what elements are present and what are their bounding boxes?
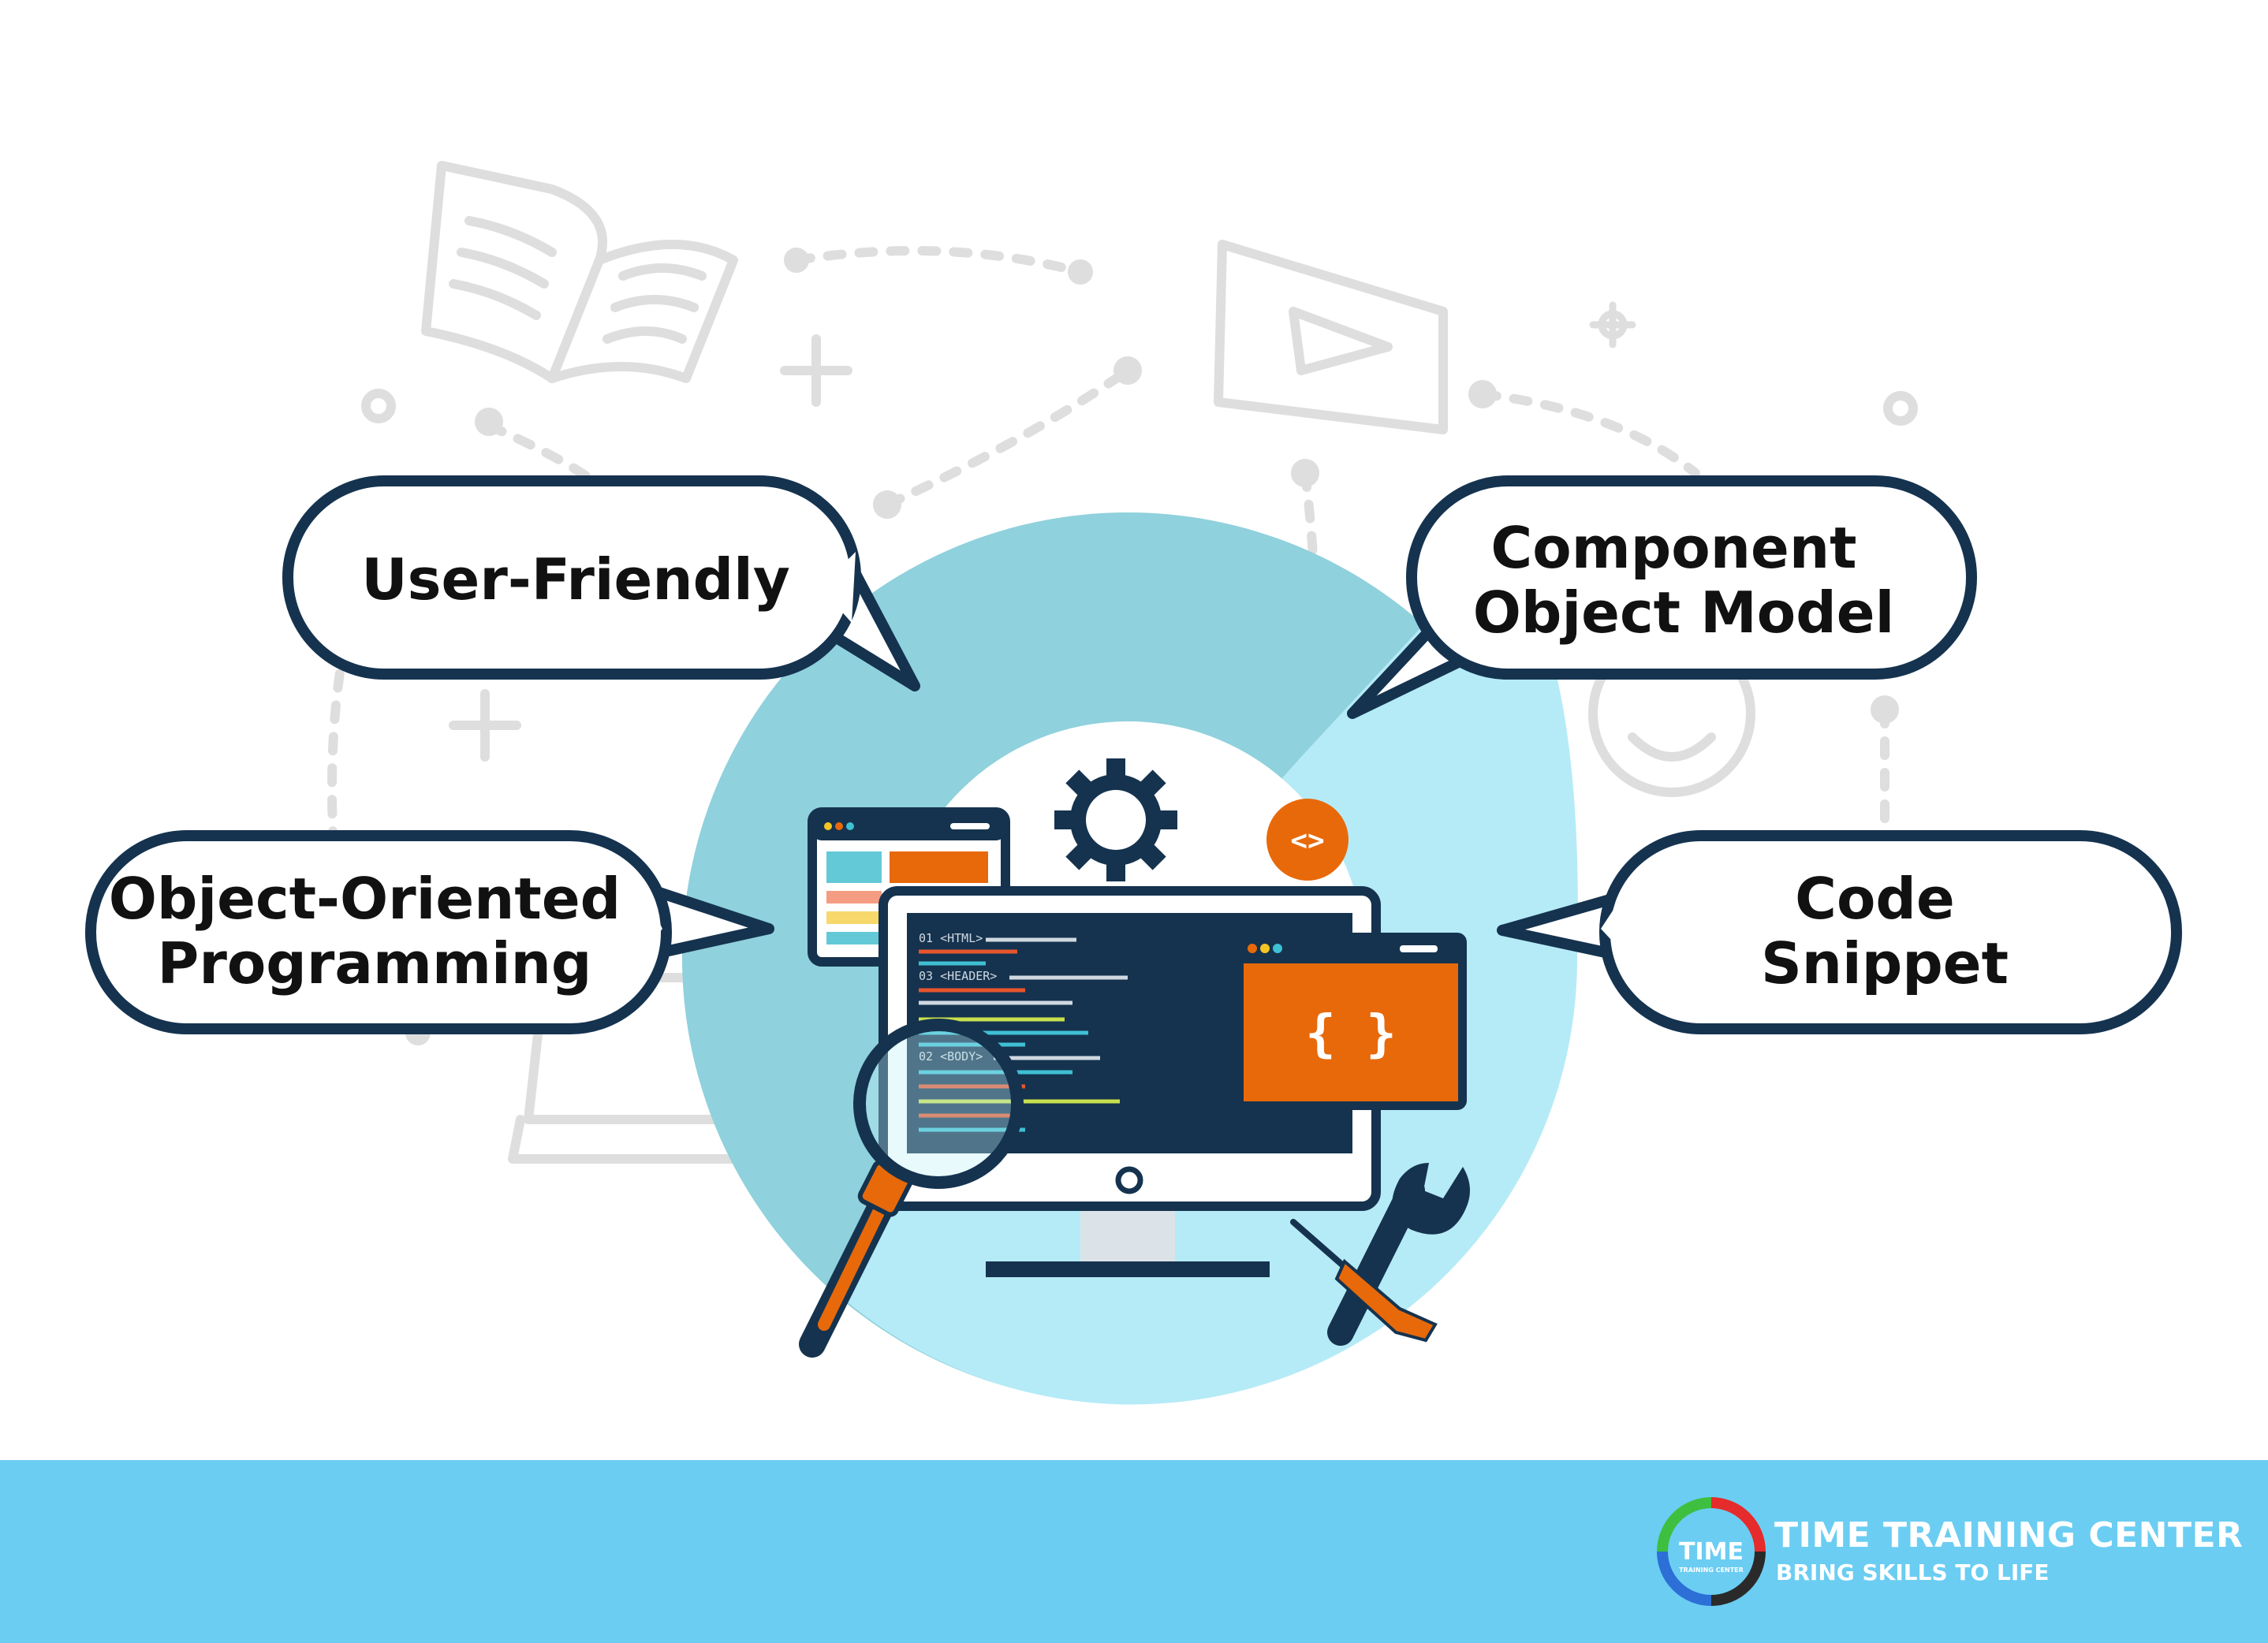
logo-sub: TRAINING CENTER [1679, 1567, 1744, 1574]
monitor-power-button [1115, 1166, 1143, 1194]
code-window: { } [1234, 933, 1467, 1110]
magnifying-glass-icon [799, 1019, 1024, 1358]
ring-icon [1883, 391, 1918, 426]
dot [1291, 459, 1319, 487]
plus-icon [449, 689, 521, 762]
atom-icon [1589, 301, 1636, 348]
screwdriver-icon [1290, 1219, 1438, 1343]
dot [1468, 380, 1497, 408]
svg-text:Object-Oriented Programm: Object-Oriented Programming [109, 866, 641, 997]
svg-text:Component Object Model: Component Object Model [1473, 515, 1895, 646]
dot [873, 490, 901, 519]
brand-tagline: BRING SKILLS TO LIFE [1776, 1559, 2050, 1585]
code-line-header: 03 <HEADER> [919, 969, 997, 983]
dotted-path-center [882, 366, 1132, 509]
plus-icon [780, 334, 852, 407]
ring-icon [361, 389, 396, 423]
bubble-oop-line-1: Object-Oriented [109, 866, 621, 932]
video-play-icon [1214, 240, 1448, 434]
bubble-user-friendly: User-Friendly [282, 475, 920, 691]
code-badge: <> [1266, 799, 1348, 881]
dot [1871, 695, 1899, 724]
brand-name: TIME TRAINING CENTER [1774, 1515, 2244, 1555]
bubble-code-snippet: Code Snippet [1497, 830, 2182, 1034]
gear-icon [1054, 758, 1177, 881]
monitor-base [986, 1261, 1270, 1277]
brand: TIME TRAINING CENTER TIME TRAINING CENTE… [1656, 1495, 2243, 1613]
code-line-body: 02 <BODY> [919, 1049, 983, 1064]
bubble-user-friendly-line: User-Friendly [361, 546, 790, 613]
dotted-path-top [792, 246, 1085, 277]
wrench-icon [1327, 1163, 1470, 1346]
time-training-center-logo: TIME TRAINING CENTER [1657, 1497, 1766, 1606]
bubble-oop-line-2: Programming [158, 930, 592, 997]
bubble-code-snippet-line-1: Code [1795, 866, 1955, 932]
bubble-code-snippet-line-2: Snippet [1761, 930, 2009, 997]
footer-bar: TIME TRAINING CENTER TIME TRAINING CENTE… [0, 1460, 2268, 1643]
bubble-component-object-model: Component Object Model [1347, 475, 1977, 719]
svg-text:Code Snippet: Code Snippet [1761, 866, 2009, 997]
dot [1113, 356, 1142, 385]
code-line-html: 01 <HTML> [919, 931, 983, 945]
logo-word: TIME [1679, 1538, 1744, 1566]
open-book-icon [421, 161, 738, 383]
dot [784, 248, 809, 273]
code-badge-label: <> [1290, 825, 1324, 857]
dotted-path-right [1478, 389, 1700, 478]
bubble-object-oriented-programming: Object-Oriented Programming [85, 830, 774, 1034]
bubble-com-line-2: Object Model [1473, 579, 1895, 646]
bubble-com-line-1: Component [1490, 515, 1856, 581]
svg-text:User-Friendly: User-Friendly [361, 546, 790, 613]
dot [1068, 259, 1093, 285]
code-window-braces: { } [1305, 1005, 1397, 1064]
